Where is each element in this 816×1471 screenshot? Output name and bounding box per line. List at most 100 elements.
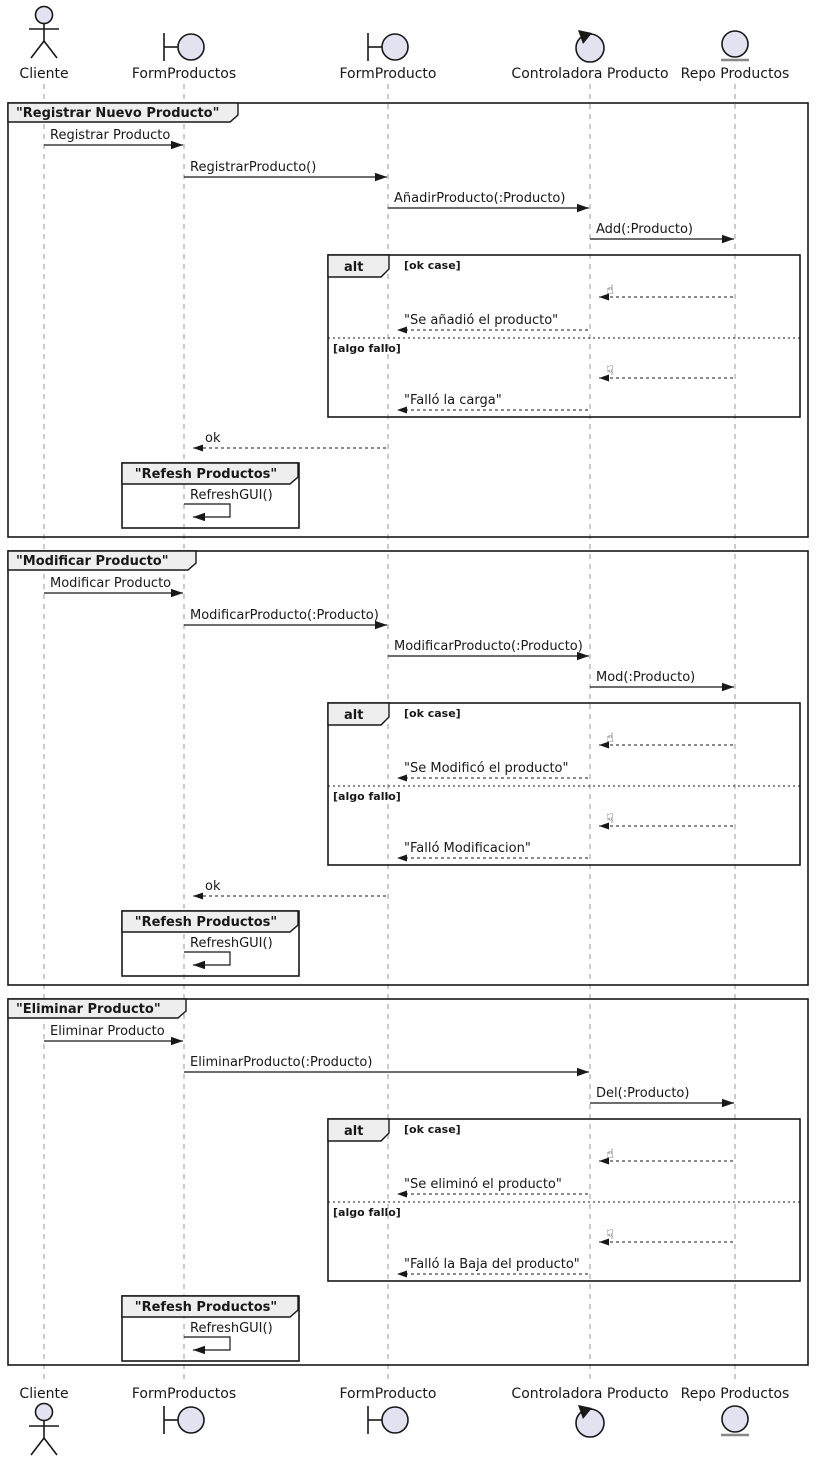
frame-refesh-productos: "Refesh Productos" RefreshGUI() — [121, 1295, 300, 1362]
self-message-arrow — [184, 1336, 231, 1355]
alt-tab — [327, 1118, 390, 1142]
alt-guard-fail: [algo fallo] — [333, 342, 401, 355]
alt-guard-ok: [ok case] — [404, 1123, 461, 1136]
self-message-arrow — [184, 503, 231, 522]
return-label: "Falló Modificacion" — [404, 841, 531, 856]
alt-border — [327, 702, 801, 866]
participant-label-formproducto: FormProducto — [340, 66, 437, 82]
message-eliminarproducto: EliminarProducto(:Producto) — [184, 1055, 589, 1077]
frame-tab — [7, 102, 239, 123]
message-del-producto: Del(:Producto) — [590, 1086, 734, 1108]
entity-icon — [721, 1405, 749, 1437]
alt-fragment: alt [ok case] ☝ "Se eliminó el producto"… — [327, 1118, 801, 1282]
frame-refesh-productos: "Refesh Productos" RefreshGUI() — [121, 910, 300, 977]
frame-title: "Refesh Productos" — [135, 915, 277, 930]
thumbs-up-icon: ☝ — [606, 1147, 614, 1162]
self-message-label: RefreshGUI() — [190, 936, 273, 951]
alt-guard-fail: [algo fallo] — [333, 1206, 401, 1219]
message-label: Registrar Producto — [50, 128, 170, 143]
message-label: Del(:Producto) — [596, 1086, 689, 1101]
frame-eliminar-producto: "Eliminar Producto" Eliminar Producto El… — [7, 998, 809, 1366]
message-modificarproducto-2: ModificarProducto(:Producto) — [388, 639, 589, 661]
actor-icon — [29, 1402, 59, 1456]
participant-label-formproductos: FormProductos — [132, 66, 236, 82]
return-label: "Se eliminó el producto" — [404, 1177, 562, 1192]
frame-modificar-producto: "Modificar Producto" Modificar Producto … — [7, 550, 809, 986]
message-label: Add(:Producto) — [596, 222, 693, 237]
participants-bottom: Cliente FormProductos FormProducto Contr… — [19, 1386, 790, 1456]
participant-label-cliente: Cliente — [19, 66, 68, 82]
control-icon — [575, 1405, 605, 1438]
participant-label-repo: Repo Productos — [681, 66, 790, 82]
return-label: "Se añadió el producto" — [404, 313, 558, 328]
participant-label-repo: Repo Productos — [681, 1386, 790, 1402]
thumbs-down-icon: ☟ — [606, 1228, 614, 1243]
alt-fragment: alt [ok case] ☝ "Se añadió el producto" … — [327, 254, 801, 418]
message-label: EliminarProducto(:Producto) — [190, 1055, 372, 1070]
participant-label-controladora: Controladora Producto — [511, 66, 668, 82]
frame-title: "Modificar Producto" — [16, 554, 169, 569]
alt-operator: alt — [344, 708, 363, 723]
participant-label-controladora: Controladora Producto — [511, 1386, 668, 1402]
frame-title: "Registrar Nuevo Producto" — [16, 106, 219, 121]
self-message-label: RefreshGUI() — [190, 488, 273, 503]
participant-label-cliente: Cliente — [19, 1386, 68, 1402]
alt-border — [327, 254, 801, 418]
frame-tab — [121, 1295, 299, 1318]
alt-border — [327, 1118, 801, 1282]
participant-label-formproducto: FormProducto — [340, 1386, 437, 1402]
message-eliminar-producto: Eliminar Producto — [44, 1024, 183, 1046]
frame-refesh-productos: "Refesh Productos" RefreshGUI() — [121, 462, 300, 529]
participants-top: Cliente FormProductos FormProducto Contr… — [19, 5, 790, 82]
return-label: ok — [205, 879, 221, 894]
lifelines — [43, 84, 736, 1382]
message-modificarproducto-1: ModificarProducto(:Producto) — [184, 608, 387, 630]
frame-title: "Refesh Productos" — [135, 467, 277, 482]
return-label: "Falló la Baja del producto" — [404, 1257, 580, 1272]
frame-tab — [7, 998, 187, 1019]
return-label: ok — [205, 431, 221, 446]
boundary-icon — [163, 33, 205, 61]
boundary-icon — [163, 1406, 205, 1434]
message-label: ModificarProducto(:Producto) — [394, 639, 583, 654]
message-anadirproducto: AñadirProducto(:Producto) — [388, 191, 589, 213]
control-icon — [575, 30, 605, 63]
message-label: Modificar Producto — [50, 576, 171, 591]
participant-label-formproductos: FormProductos — [132, 1386, 236, 1402]
message-registrar-producto: Registrar Producto — [44, 128, 183, 150]
frame-registrar-nuevo-producto: "Registrar Nuevo Producto" Registrar Pro… — [7, 102, 809, 538]
message-mod-producto: Mod(:Producto) — [590, 670, 734, 692]
return-ok: ok — [193, 879, 386, 900]
message-modificar-producto: Modificar Producto — [44, 576, 183, 598]
alt-guard-ok: [ok case] — [404, 707, 461, 720]
boundary-icon — [367, 1406, 409, 1434]
return-label: "Se Modificó el producto" — [404, 761, 569, 776]
alt-operator: alt — [344, 1124, 363, 1139]
alt-fragment: alt [ok case] ☝ "Se Modificó el producto… — [327, 702, 801, 866]
alt-tab — [327, 702, 390, 726]
message-add-producto: Add(:Producto) — [590, 222, 734, 244]
entity-icon — [721, 30, 749, 62]
frame-border — [7, 102, 809, 538]
frame-tab — [7, 550, 197, 571]
message-label: AñadirProducto(:Producto) — [394, 191, 565, 206]
frame-tab — [121, 910, 299, 933]
self-message-arrow — [184, 951, 231, 970]
return-ok: ok — [193, 431, 386, 452]
frame-border — [7, 550, 809, 986]
thumbs-up-icon: ☝ — [606, 283, 614, 298]
return-label: "Falló la carga" — [404, 393, 502, 408]
alt-guard-ok: [ok case] — [404, 259, 461, 272]
self-message-label: RefreshGUI() — [190, 1321, 273, 1336]
frame-border — [7, 998, 809, 1366]
frame-tab — [121, 462, 299, 485]
message-label: Eliminar Producto — [50, 1024, 165, 1039]
frame-title: "Refesh Productos" — [135, 1300, 277, 1315]
message-label: RegistrarProducto() — [190, 160, 316, 175]
alt-guard-fail: [algo fallo] — [333, 790, 401, 803]
boundary-icon — [367, 33, 409, 61]
frame-title: "Eliminar Producto" — [16, 1002, 161, 1017]
thumbs-up-icon: ☝ — [606, 731, 614, 746]
actor-icon — [29, 5, 59, 59]
